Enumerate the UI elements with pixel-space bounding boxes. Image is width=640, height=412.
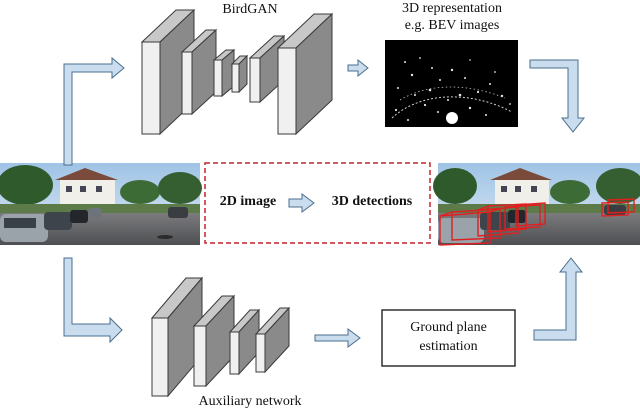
birdgan-layer [212, 48, 236, 98]
input-street-image [0, 163, 202, 245]
birdgan-label: BirdGAN [222, 2, 278, 17]
auxiliary-network-label: Auxiliary network [198, 394, 302, 409]
birdgan-layer [180, 28, 218, 116]
birdgan-layer [276, 12, 334, 136]
auxiliary-layer [228, 308, 261, 376]
representation-label-line2: e.g. BEV images [404, 18, 500, 33]
auxiliary-layer [150, 276, 204, 398]
auxiliary-layer [254, 306, 291, 374]
representation-label: 3D representation e.g. BEV images [372, 0, 532, 34]
input-2d-image-label: 2D image [219, 194, 277, 209]
arrow-down-to-auxiliary-icon [63, 257, 123, 344]
output-3d-detections-label: 3D detections [331, 194, 413, 209]
ground-plane-label-line2: estimation [419, 339, 478, 354]
arrow-to-ground-plane-icon [314, 328, 361, 348]
representation-label-line1: 3D representation [402, 1, 502, 16]
center-dashed-box [204, 162, 431, 244]
ground-plane-label-line1: Ground plane [410, 320, 487, 335]
arrow-up-to-birdgan-icon [63, 56, 125, 166]
arrow-up-to-detections-icon [533, 257, 584, 341]
output-detection-image [433, 163, 640, 246]
bev-representation-image [385, 40, 518, 127]
auxiliary-layer [192, 294, 236, 388]
birdgan-network-layers [140, 8, 334, 136]
detection-boxes [439, 198, 635, 246]
arrow-down-to-detections-icon [529, 59, 586, 133]
center-arrow-icon [288, 193, 315, 213]
birdgan-layer [230, 54, 249, 94]
auxiliary-network-layers [150, 276, 291, 398]
arrow-to-representation-icon [347, 58, 369, 78]
ground-plane-box [381, 309, 516, 367]
ground-plane-label: Ground plane estimation [382, 318, 515, 356]
